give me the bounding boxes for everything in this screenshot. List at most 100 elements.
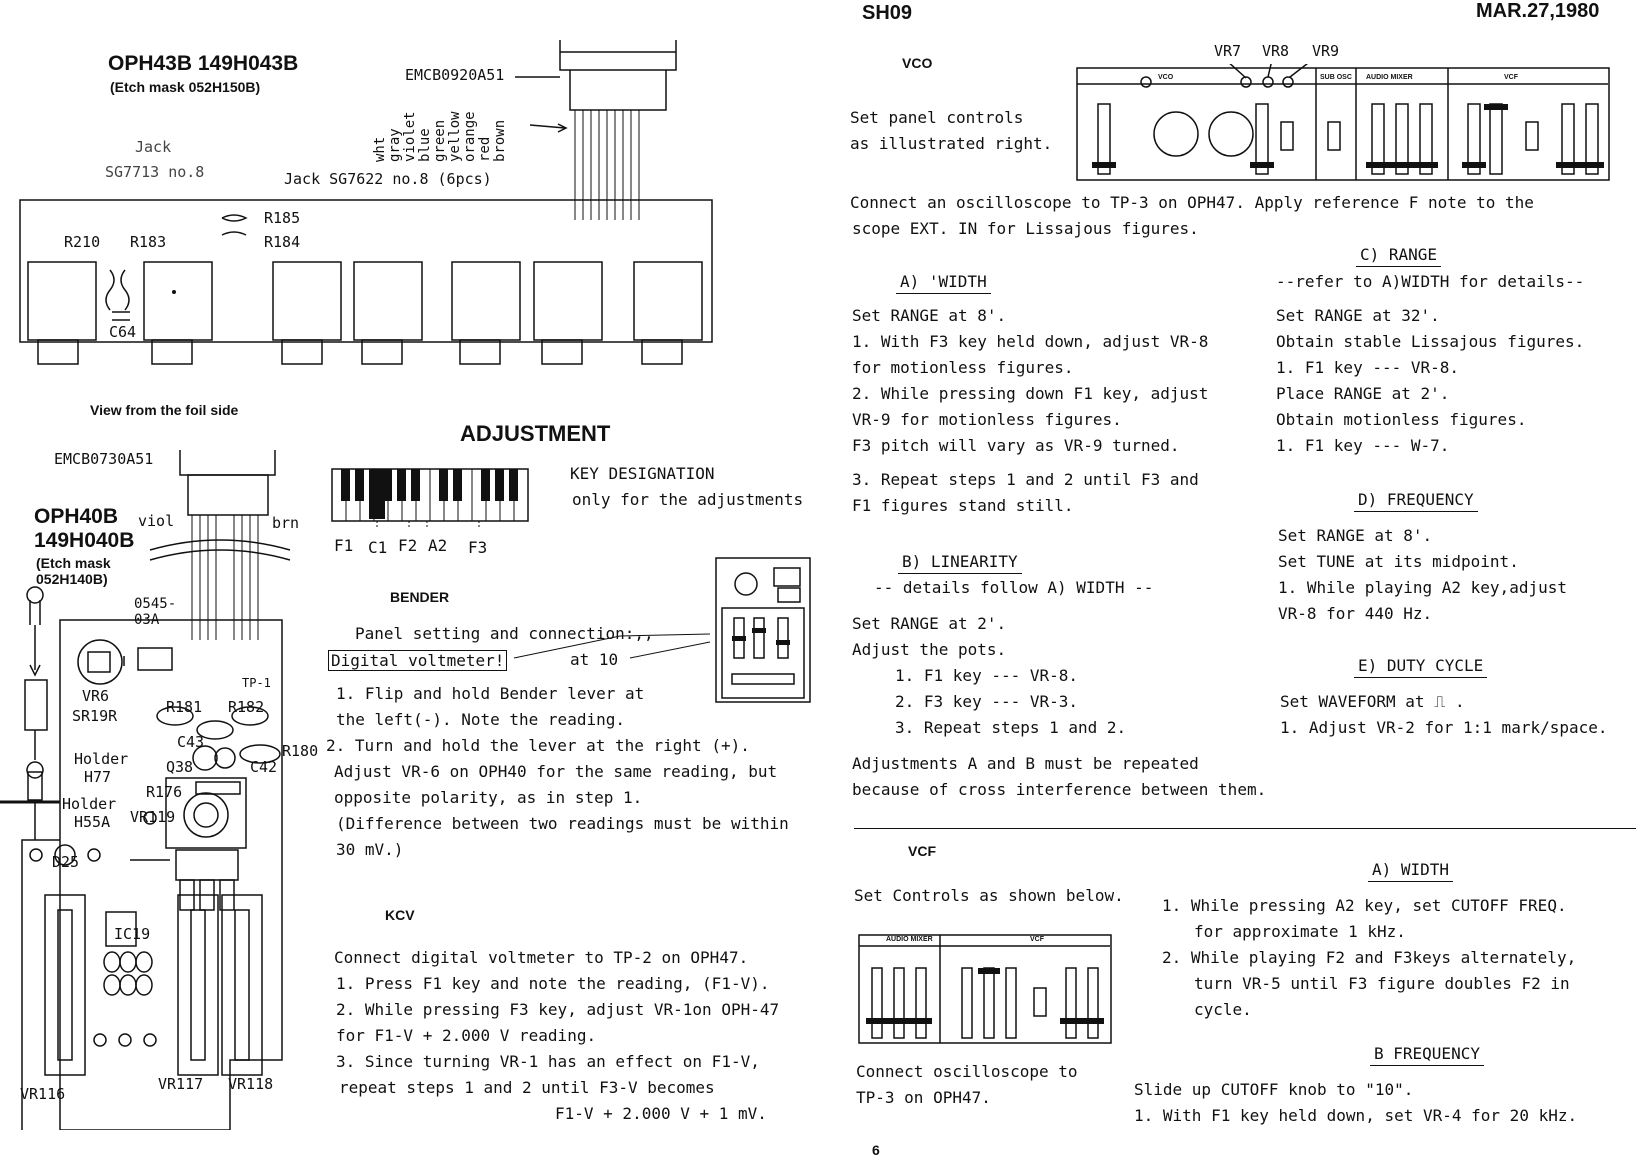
vco-linearity-line: 2. F3 key --- VR-3. xyxy=(895,692,1079,711)
board40-label: TP-1 xyxy=(242,676,271,690)
vco-range-line: Obtain motionless figures. xyxy=(1276,410,1527,429)
page-number: 6 xyxy=(872,1142,880,1158)
board43-label: R183 xyxy=(130,233,167,251)
key-designation-1: KEY DESIGNATION xyxy=(570,464,715,483)
vcf-width-line: cycle. xyxy=(1194,1000,1252,1019)
vco-range-title: C) RANGE xyxy=(1356,245,1442,267)
oph43b-title: OPH43B 149H043B xyxy=(108,52,299,75)
wire-left-label: viol xyxy=(138,512,175,530)
kcv-line: 1. Press F1 key and note the reading, (F… xyxy=(336,974,770,993)
board40-label: Holder xyxy=(62,795,117,813)
bender-title: BENDER xyxy=(390,589,450,605)
vco-width-line: for motionless figures. xyxy=(852,358,1074,377)
vco-range-line: 1. F1 key --- VR-8. xyxy=(1276,358,1460,377)
vco-panel-label: SUB OSC xyxy=(1320,74,1352,81)
vcf-frequency-line: 1. With F1 key held down, set VR-4 for 2… xyxy=(1134,1106,1578,1125)
vco-linearity-line: Adjust the pots. xyxy=(852,640,1007,659)
vco-width-line: Set RANGE at 8'. xyxy=(852,306,1007,325)
vcf-width-line: 1. While pressing A2 key, set CUTOFF FRE… xyxy=(1162,896,1567,915)
vcf-width-line: turn VR-5 until F3 figure doubles F2 in xyxy=(1194,974,1570,993)
board40-label: D25 xyxy=(52,853,80,871)
vco-frequency-line: Set TUNE at its midpoint. xyxy=(1278,552,1519,571)
bender-line: opposite polarity, as in step 1. xyxy=(334,788,643,807)
board43-label: R185 xyxy=(264,209,301,227)
bender-line: Digital voltmeter! xyxy=(328,650,508,671)
board40-label: R176 xyxy=(146,783,183,801)
vco-linearity-line: 3. Repeat steps 1 and 2. xyxy=(895,718,1127,737)
board40-label: R181 xyxy=(166,698,203,716)
vcf-panel-label: AUDIO MIXER xyxy=(886,936,933,943)
vco-range-subtitle: --refer to A)WIDTH for details-- xyxy=(1276,272,1585,291)
bender-panel-drawing xyxy=(715,557,811,703)
adjustment-title: ADJUSTMENT xyxy=(460,421,611,446)
oph40b-title-2: 149H040B xyxy=(34,529,135,552)
board40-label: VR117 xyxy=(158,1075,204,1093)
board40-label: H77 xyxy=(84,768,112,786)
key-label-f1: F1 xyxy=(334,536,354,555)
jack-right: Jack SG7622 no.8 (6pcs) xyxy=(284,170,492,188)
vco-frequency-line: Set RANGE at 8'. xyxy=(1278,526,1433,545)
vco-width-line: 3. Repeat steps 1 and 2 until F3 and xyxy=(852,470,1199,489)
vco-width-line: F3 pitch will vary as VR-9 turned. xyxy=(852,436,1180,455)
vco-title: VCO xyxy=(902,55,933,71)
vcf-connect: TP-3 on OPH47. xyxy=(856,1088,991,1107)
board40-label: VR119 xyxy=(130,808,176,826)
bender-line: (Difference between two readings must be… xyxy=(336,814,789,833)
bender-line: Adjust VR-6 on OPH40 for the same readin… xyxy=(334,762,778,781)
oph40b-board-drawing xyxy=(0,450,291,1130)
section-divider xyxy=(854,828,1636,829)
vco-frequency-line: VR-8 for 440 Hz. xyxy=(1278,604,1433,623)
bender-leader-lines xyxy=(513,633,711,659)
vco-note: Adjustments A and B must be repeated xyxy=(852,754,1199,773)
foil-caption: View from the foil side xyxy=(90,402,239,418)
keyboard-diagram xyxy=(331,468,529,528)
vco-width-line: VR-9 for motionless figures. xyxy=(852,410,1122,429)
vco-panel-label: AUDIO MIXER xyxy=(1366,74,1413,81)
kcv-line: repeat steps 1 and 2 until F3-V becomes xyxy=(339,1078,715,1097)
key-label-f2: F2 xyxy=(398,536,418,555)
vco-range-line: Set RANGE at 32'. xyxy=(1276,306,1440,325)
key-label-a2: A2 xyxy=(428,536,448,555)
kcv-line: Connect digital voltmeter to TP-2 on OPH… xyxy=(334,948,749,967)
vco-note: because of cross interference between th… xyxy=(852,780,1267,799)
board40-label: VR118 xyxy=(228,1075,274,1093)
jack-left-1: Jack xyxy=(135,138,172,156)
vcf-frequency-line: Slide up CUTOFF knob to "10". xyxy=(1134,1080,1414,1099)
board40-label: Holder xyxy=(74,750,129,768)
bender-line: at 10 xyxy=(570,650,619,669)
vcf-frequency-title: B FREQUENCY xyxy=(1370,1044,1484,1066)
vco-linearity-subtitle: -- details follow A) WIDTH -- xyxy=(874,578,1154,597)
bender-line: the left(-). Note the reading. xyxy=(336,710,625,729)
vco-panel-label: VR8 xyxy=(1262,42,1290,60)
board40-label: C42 xyxy=(250,758,278,776)
oph40b-etch-2: 052H140B) xyxy=(36,571,108,587)
kcv-title: KCV xyxy=(385,907,415,923)
vco-linearity-line: Set RANGE at 2'. xyxy=(852,614,1007,633)
vco-linearity-title: B) LINEARITY xyxy=(898,552,1022,574)
oph40b-etch-1: (Etch mask xyxy=(36,555,111,571)
vco-intro: Set panel controls xyxy=(850,108,1024,127)
vco-connect: Connect an oscilloscope to TP-3 on OPH47… xyxy=(850,193,1534,212)
board40-label: H55A xyxy=(74,813,111,831)
vco-duty-title: E) DUTY CYCLE xyxy=(1354,656,1488,678)
key-label-c1: C1 xyxy=(368,538,388,557)
bender-line: 2. Turn and hold the lever at the right … xyxy=(326,736,750,755)
vco-width-line: F1 figures stand still. xyxy=(852,496,1074,515)
model-label: SH09 xyxy=(862,2,913,24)
vco-intro: as illustrated right. xyxy=(850,134,1053,153)
vco-linearity-line: 1. F1 key --- VR-8. xyxy=(895,666,1079,685)
vcf-panel-label: VCF xyxy=(1030,936,1044,943)
vco-duty-line: 1. Adjust VR-2 for 1:1 mark/space. xyxy=(1280,718,1608,737)
vco-panel-label: VR9 xyxy=(1312,42,1340,60)
oph40b-title-1: OPH40B xyxy=(34,505,119,528)
vco-panel-drawing xyxy=(1076,64,1610,181)
vco-frequency-line: 1. While playing A2 key,adjust xyxy=(1278,578,1567,597)
board40-label: R182 xyxy=(228,698,265,716)
vco-connect: scope EXT. IN for Lissajous figures. xyxy=(852,219,1199,238)
board40-label: SR19R xyxy=(72,707,118,725)
key-designation-2: only for the adjustments xyxy=(572,490,804,509)
vcf-title: VCF xyxy=(908,843,936,859)
key-label-f3: F3 xyxy=(468,538,488,557)
vco-width-line: 2. While pressing down F1 key, adjust xyxy=(852,384,1209,403)
jack-left-2: SG7713 no.8 xyxy=(105,163,205,181)
